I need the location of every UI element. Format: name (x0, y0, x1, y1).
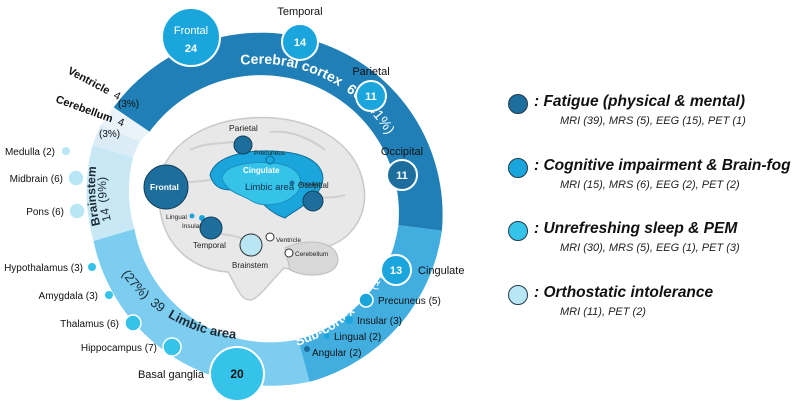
legend-orthostatic-dot (508, 285, 528, 305)
legend-cognitive-dot (508, 158, 528, 178)
hippocampus-outer-node (162, 337, 182, 357)
brain-label-ventricle: Ventricle (276, 237, 301, 244)
brain-label-cerebellum: Cerebellum (295, 251, 328, 258)
svg-text:Ventricle 4: Ventricle 4 (66, 65, 123, 103)
occipital-node (302, 190, 324, 212)
basal-ganglia-outer-count: 20 (230, 367, 244, 381)
brain-label-brainstem: Brainstem (232, 261, 268, 270)
ventricle-node (265, 232, 275, 242)
frontal-outer-label: Frontal (174, 25, 208, 37)
ring-cortex (113, 32, 443, 231)
cerebellum-count: 4 (116, 116, 126, 129)
angular-outer-node (304, 346, 310, 352)
brain-label-lingual: Lingual (166, 214, 188, 221)
legend: : Fatigue (physical & mental) MRI (39), … (508, 0, 812, 403)
angular-outer-label: Angular (2) (312, 348, 361, 359)
parietal-outer-node (355, 80, 387, 112)
legend-fatigue-title: : Fatigue (physical & mental) (534, 93, 746, 110)
brainstem-pct: (9%) (95, 177, 110, 204)
basal-ganglia-outer-label: Basal ganglia (138, 369, 205, 381)
temporal-outer-count: 14 (294, 37, 307, 49)
temporal-outer-label: Temporal (277, 6, 322, 18)
frontal-outer-node (161, 7, 221, 67)
frontal-node (143, 164, 189, 210)
legend-sleep-dot (508, 221, 528, 241)
thalamus-outer-label: Thalamus (6) (60, 319, 119, 330)
temporal-outer-node (281, 23, 319, 61)
temporal-node (199, 216, 223, 240)
pons-outer-node (68, 202, 86, 220)
brain-label-insular: Insular (182, 223, 202, 230)
brain-label-temporal: Temporal (193, 241, 226, 250)
legend-item-orthostatic: : Orthostatic intolerance MRI (11), PET … (508, 284, 812, 325)
cingulate-outer-count: 13 (390, 265, 402, 277)
legend-orthostatic-title: : Orthostatic intolerance (534, 284, 714, 301)
ring-limbic (93, 228, 310, 386)
parietal-outer-label: Parietal (352, 66, 389, 78)
ventricle-name: Ventricle (66, 65, 112, 97)
occipital-outer-label: Occipital (381, 146, 423, 158)
cerebellum-pct: (3%) (99, 129, 120, 140)
brain-label-precuneus: Precuneus (254, 150, 286, 157)
ring-ventricle (100, 107, 150, 142)
precuneus-outer-node (358, 292, 374, 308)
amygdala-outer-label: Amygdala (3) (39, 291, 98, 302)
lingual-outer-label: Lingual (2) (334, 332, 381, 343)
brain-label-angular: Angular (298, 181, 321, 188)
occipital-outer-count: 11 (396, 170, 408, 182)
midbrain-outer-node (67, 169, 85, 187)
insular-outer-label: Insular (3) (357, 316, 402, 327)
legend-cognitive-detail: MRI (15), MRS (6), EEG (2), PET (2) (560, 179, 740, 191)
pons-outer-label: Pons (6) (26, 207, 64, 218)
limbic-shape (221, 162, 302, 206)
ring-cerebellum (92, 125, 140, 158)
legend-fatigue-detail: MRI (39), MRS (5), EEG (15), PET (1) (560, 115, 746, 127)
insular-outer-node (345, 316, 353, 324)
brain-label-frontal: Frontal (150, 182, 179, 192)
brain-label-cingulate: Cingulate (243, 166, 280, 175)
legend-cognitive-title: : Cognitive impairment & Brain-fog (534, 157, 791, 174)
occipital-outer-node (386, 159, 418, 191)
cerebellum-name: Cerebellum (54, 94, 115, 126)
legend-item-fatigue: : Fatigue (physical & mental) MRI (39), … (508, 93, 812, 134)
basal-ganglia-outer-node (209, 346, 265, 402)
angular-node (289, 180, 295, 186)
parietal-outer-count: 11 (365, 91, 377, 103)
ventricle-count: 4 (111, 89, 122, 102)
brain-illustration (143, 116, 366, 301)
amygdala-outer-node (105, 291, 113, 299)
lingual-outer-node (324, 333, 330, 339)
legend-fatigue-dot (508, 94, 528, 114)
parietal-node (233, 135, 253, 155)
medulla-outer-label: Medulla (2) (5, 147, 55, 158)
legend-orthostatic-detail: MRI (11), PET (2) (560, 306, 646, 318)
hypothalamus-outer-label: Hypothalamus (3) (4, 263, 83, 274)
cingulate-outer-node (380, 254, 412, 286)
thalamus-outer-node (124, 314, 142, 332)
hippocampus-outer-label: Hippocampus (7) (81, 343, 157, 354)
legend-item-cognitive: : Cognitive impairment & Brain-fog MRI (… (508, 157, 812, 198)
brain-outline (157, 116, 366, 301)
cingulate-outer-label: Cingulate (418, 265, 464, 277)
legend-sleep-detail: MRI (30), MRS (5), EEG (1), PET (3) (560, 242, 740, 254)
hypothalamus-outer-node (88, 263, 96, 271)
legend-sleep-title: : Unrefreshing sleep & PEM (534, 220, 738, 237)
frontal-outer-count: 24 (185, 43, 198, 55)
brainstem-node (239, 233, 263, 257)
brain-label-parietal: Parietal (229, 123, 258, 133)
ventricle-pct: (3%) (118, 99, 139, 110)
brain-label-limbic: Limbic area (245, 182, 295, 193)
cerebellum-node (284, 248, 294, 258)
ring-brainstem (86, 145, 135, 241)
precuneus-outer-label: Precuneus (5) (378, 296, 441, 307)
brain-label-occipital: Occipital (298, 181, 329, 190)
midbrain-outer-label: Midbrain (6) (10, 174, 63, 185)
medulla-outer-node (62, 147, 70, 155)
legend-item-sleep: : Unrefreshing sleep & PEM MRI (30), MRS… (508, 220, 812, 261)
lingual-node (189, 213, 195, 219)
precuneus-node (265, 155, 275, 165)
